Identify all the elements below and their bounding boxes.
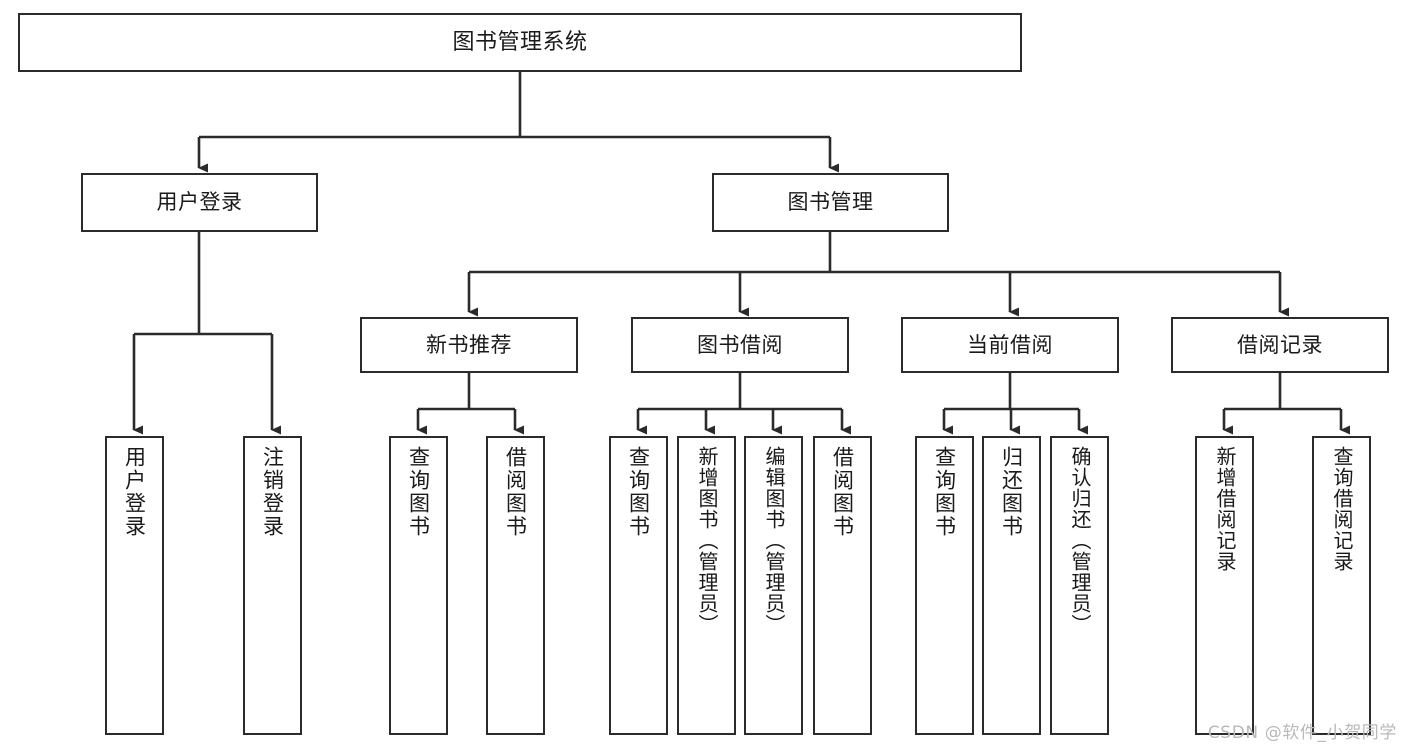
node-leaf-add-book[interactable]: 新增图书（管理员） — [677, 436, 736, 735]
node-label: 借阅图书 — [503, 446, 528, 538]
node-leaf-user-login[interactable]: 用户登录 — [105, 436, 164, 735]
node-label: 用户登录 — [156, 190, 243, 215]
node-new-book-recommend[interactable]: 新书推荐 — [360, 317, 578, 373]
node-label: 编辑图书（管理员） — [762, 446, 786, 635]
node-leaf-query-book-3[interactable]: 查询图书 — [915, 436, 974, 735]
node-label: 图书借阅 — [697, 332, 783, 357]
node-label: 用户登录 — [122, 446, 147, 538]
node-label: 新书推荐 — [426, 332, 512, 357]
node-root-book-management-system[interactable]: 图书管理系统 — [18, 13, 1022, 72]
node-book-management[interactable]: 图书管理 — [712, 173, 949, 232]
node-label: 新增借阅记录 — [1213, 446, 1237, 572]
node-leaf-logout-login[interactable]: 注销登录 — [243, 436, 302, 735]
node-user-login[interactable]: 用户登录 — [81, 173, 318, 232]
node-label: 图书管理 — [787, 190, 874, 215]
node-label: 查询图书 — [626, 446, 651, 538]
node-leaf-return-book[interactable]: 归还图书 — [982, 436, 1041, 735]
node-leaf-borrow-book-1[interactable]: 借阅图书 — [486, 436, 545, 735]
node-label: 查询图书 — [406, 446, 431, 538]
node-label: 借阅记录 — [1237, 332, 1323, 357]
node-label: 归还图书 — [999, 446, 1024, 538]
node-label: 查询借阅记录 — [1330, 446, 1354, 572]
node-leaf-borrow-book-2[interactable]: 借阅图书 — [813, 436, 872, 735]
node-leaf-query-borrow-record[interactable]: 查询借阅记录 — [1312, 436, 1371, 735]
node-leaf-query-book-2[interactable]: 查询图书 — [609, 436, 668, 735]
node-label: 查询图书 — [932, 446, 957, 538]
node-book-borrow[interactable]: 图书借阅 — [631, 317, 849, 373]
node-label: 新增图书（管理员） — [695, 446, 719, 635]
node-label: 图书管理系统 — [452, 29, 588, 55]
node-label: 确认归还（管理员） — [1068, 446, 1092, 635]
node-leaf-edit-book[interactable]: 编辑图书（管理员） — [744, 436, 803, 735]
node-borrow-record[interactable]: 借阅记录 — [1171, 317, 1389, 373]
node-label: 当前借阅 — [967, 332, 1053, 357]
node-label: 借阅图书 — [830, 446, 855, 538]
node-leaf-add-borrow-record[interactable]: 新增借阅记录 — [1195, 436, 1254, 735]
node-leaf-query-book-1[interactable]: 查询图书 — [389, 436, 448, 735]
node-label: 注销登录 — [260, 446, 285, 538]
watermark-text: CSDN @软件_小贺同学 — [1207, 723, 1397, 743]
node-leaf-confirm-return[interactable]: 确认归还（管理员） — [1050, 436, 1109, 735]
node-current-borrow[interactable]: 当前借阅 — [901, 317, 1119, 373]
